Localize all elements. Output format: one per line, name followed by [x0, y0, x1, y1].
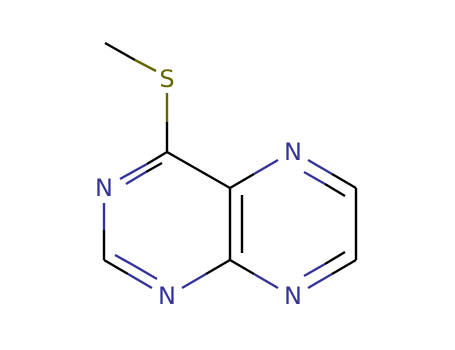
bond-c4-c4a — [166, 150, 231, 190]
bond-c4-n3 — [146, 150, 168, 166]
bond-n8-c8a-carbon-half — [229, 258, 255, 276]
bond-c7-n8-inner-nitrogen-half — [303, 262, 326, 278]
bond-c2-n1-nitrogen-half — [127, 272, 153, 290]
atom-label-n5: N — [284, 138, 302, 166]
bond-c2-n1-inner — [114, 253, 134, 267]
bond-c7-n8-nitrogen-half — [307, 272, 333, 290]
atom-label-n1: N — [158, 282, 176, 310]
bond-c4a-n5-nitrogen-half — [253, 158, 279, 176]
bond-c2-n1 — [103, 258, 129, 276]
bond-n5-c6-carbon-half — [331, 172, 357, 190]
bond-methyl-s — [104, 41, 136, 62]
bond-c7-n8-inner — [324, 250, 346, 266]
atom-label-n8: N — [284, 282, 302, 310]
bond-c2-n1-inner-carbon-half — [132, 263, 158, 281]
bond-c4a-n5 — [229, 172, 255, 190]
bond-n5-c6-inner — [303, 170, 326, 186]
bond-c7-n8 — [331, 258, 357, 276]
bond-n8-c8a — [253, 272, 279, 290]
bond-methyl-s-sulfur-half — [134, 58, 157, 73]
bond-n1-c8a-carbon-half — [205, 258, 231, 276]
atom-label-n3: N — [95, 174, 113, 202]
atom-label-sulfur: S — [159, 65, 174, 93]
bond-c4-n3-inner-nitrogen-half — [125, 170, 147, 186]
bond-n5-c6-inner-carbon-half — [324, 182, 346, 198]
bond-c4-n3-inner — [145, 161, 163, 174]
bond-c4-n3-nitrogen-half — [119, 162, 148, 181]
bond-n1-c8a — [181, 272, 207, 290]
bond-n5-c6 — [307, 158, 333, 176]
